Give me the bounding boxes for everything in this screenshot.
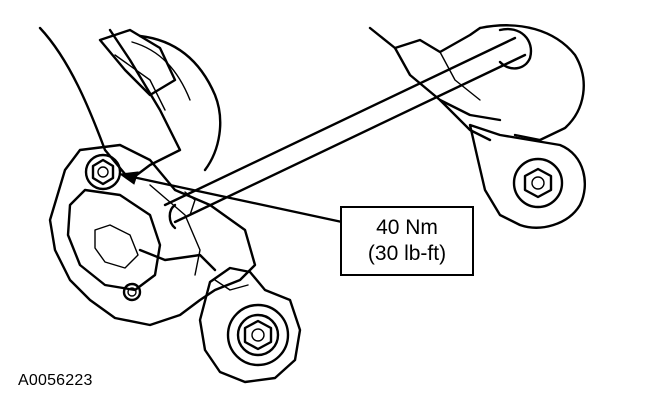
upper-bracket [38, 26, 222, 182]
knuckle-body [48, 143, 257, 327]
lower-link-end [198, 266, 302, 384]
figure-id-label: A0056223 [18, 372, 93, 389]
upper-bolt [84, 153, 122, 191]
leader-arrow [118, 171, 344, 224]
right-link-end [468, 123, 587, 229]
torque-metric: 40 Nm [376, 216, 438, 239]
right-upper-assembly [368, 24, 585, 142]
stabilizer-link-rod [163, 27, 533, 230]
torque-callout: 40 Nm (30 lb-ft) [340, 206, 474, 276]
torque-imperial: (30 lb-ft) [367, 242, 447, 265]
